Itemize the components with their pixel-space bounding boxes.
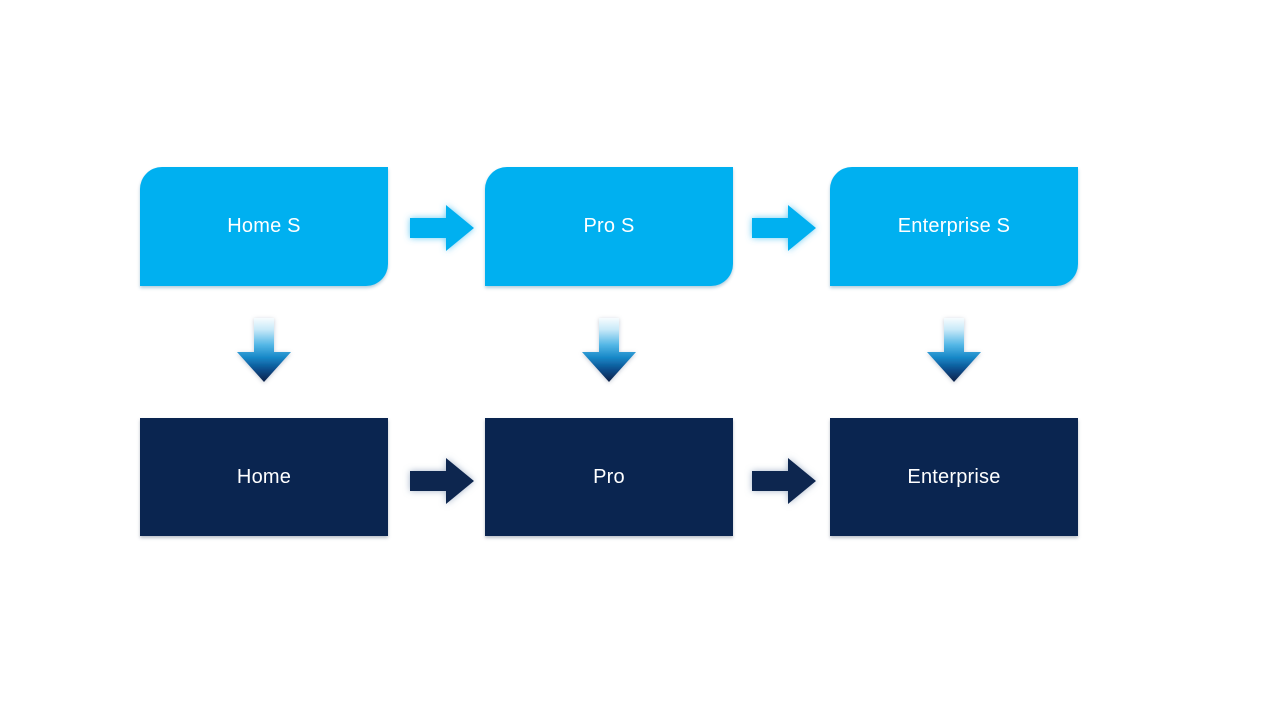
right-arrow-icon xyxy=(410,205,474,251)
node-home-s: Home S xyxy=(140,167,388,286)
node-home: Home xyxy=(140,418,388,536)
node-label: Home xyxy=(236,465,292,488)
right-arrow-icon xyxy=(752,205,816,251)
down-arrow-icon xyxy=(582,318,636,382)
node-label: Enterprise xyxy=(907,465,1001,488)
node-label: Pro S xyxy=(583,215,635,237)
node-enterprise: Enterprise xyxy=(830,418,1078,536)
node-pro-s: Pro S xyxy=(485,167,733,286)
node-enterprise-s: Enterprise S xyxy=(830,167,1078,286)
right-arrow-icon xyxy=(410,458,474,504)
down-arrow-icon xyxy=(927,318,981,382)
node-label: Pro xyxy=(593,465,625,488)
right-arrow-icon xyxy=(752,458,816,504)
down-arrow-icon xyxy=(237,318,291,382)
node-label: Enterprise S xyxy=(897,215,1011,237)
node-label: Home S xyxy=(227,215,301,237)
node-pro: Pro xyxy=(485,418,733,536)
